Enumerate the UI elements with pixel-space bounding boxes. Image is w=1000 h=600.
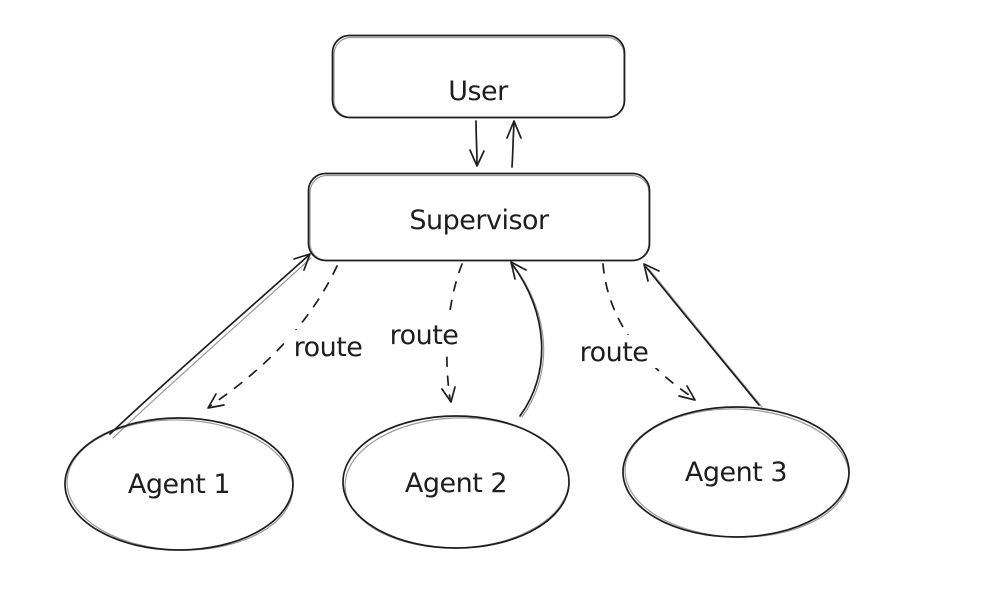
supervisor-box	[307, 172, 651, 262]
nodes-layer: User Supervisor Agent 1 Agent 2 Agen	[64, 34, 851, 554]
edge-label-route-1[interactable]: route	[284, 330, 373, 363]
agent1-label: Agent 1	[128, 469, 230, 500]
agent2-label: Agent 2	[405, 468, 507, 499]
edge-supervisor-to-agent1-arrowhead	[207, 393, 225, 409]
agent2-ellipse	[342, 415, 570, 549]
edge-agent2-to-supervisor-sketch	[513, 265, 545, 418]
edge-label-route-3-bg	[570, 335, 659, 368]
user-box-sketch	[333, 36, 625, 119]
edge-label-route-2[interactable]: route	[380, 318, 469, 351]
edge-supervisor-to-agent1[interactable]	[207, 265, 338, 409]
edge-agent1-to-supervisor-sketch	[112, 257, 312, 439]
edge-agent1-to-supervisor-arrowhead	[293, 253, 311, 271]
edge-label-route-2-bg	[380, 318, 469, 351]
user-box	[331, 34, 626, 119]
supervisor-label: Supervisor	[409, 205, 550, 236]
agent1-ellipse	[64, 417, 294, 551]
edge-supervisor-to-agent2-arrowhead	[441, 386, 456, 403]
edge-user-to-supervisor[interactable]	[469, 120, 485, 167]
node-agent2[interactable]: Agent 2	[342, 414, 571, 552]
agent3-ellipse	[622, 406, 850, 538]
edge-agent2-to-supervisor[interactable]	[510, 261, 545, 418]
edge-label-route-2-text: route	[390, 320, 459, 351]
edge-agent2-to-supervisor-arrowhead	[510, 261, 527, 280]
edge-agent3-to-supervisor-line	[645, 266, 760, 406]
supervisor-box-sketch	[309, 174, 650, 262]
node-agent3[interactable]: Agent 3	[622, 405, 851, 541]
node-user[interactable]: User	[331, 34, 626, 119]
edge-agent1-to-supervisor[interactable]	[109, 253, 312, 439]
edge-supervisor-to-agent3-line	[602, 263, 693, 398]
edge-supervisor-to-user-arrowhead	[506, 120, 522, 139]
edge-supervisor-to-user-line	[511, 123, 515, 168]
edges-layer	[109, 120, 763, 439]
agent3-label: Agent 3	[685, 457, 787, 488]
edge-supervisor-to-agent1-line	[209, 265, 338, 407]
agent1-ellipse-sketch	[66, 419, 294, 551]
edge-label-route-1-bg	[284, 330, 373, 363]
edge-user-to-supervisor-arrowhead	[469, 149, 485, 167]
edge-supervisor-to-agent3-arrowhead	[678, 385, 696, 401]
edge-supervisor-to-agent3[interactable]	[602, 263, 696, 401]
node-agent1[interactable]: Agent 1	[64, 416, 295, 554]
edge-labels-layer: route route route	[284, 318, 659, 368]
user-label: User	[448, 76, 509, 107]
edge-agent1-to-supervisor-line	[109, 254, 310, 435]
edge-user-to-supervisor-line	[475, 120, 478, 164]
edge-agent3-to-supervisor[interactable]	[643, 263, 763, 408]
node-supervisor[interactable]: Supervisor	[307, 172, 651, 262]
edge-agent3-to-supervisor-sketch	[648, 268, 763, 408]
edge-agent2-to-supervisor-line	[511, 263, 543, 417]
edge-supervisor-to-user[interactable]	[506, 120, 522, 168]
agent2-ellipse-sketch	[344, 417, 570, 549]
edge-agent3-to-supervisor-arrowhead	[643, 263, 660, 282]
edge-label-route-1-text: route	[294, 332, 363, 363]
edge-label-route-3[interactable]: route	[570, 335, 659, 368]
edge-label-route-3-text: route	[580, 337, 649, 368]
agent3-ellipse-sketch	[624, 408, 850, 538]
